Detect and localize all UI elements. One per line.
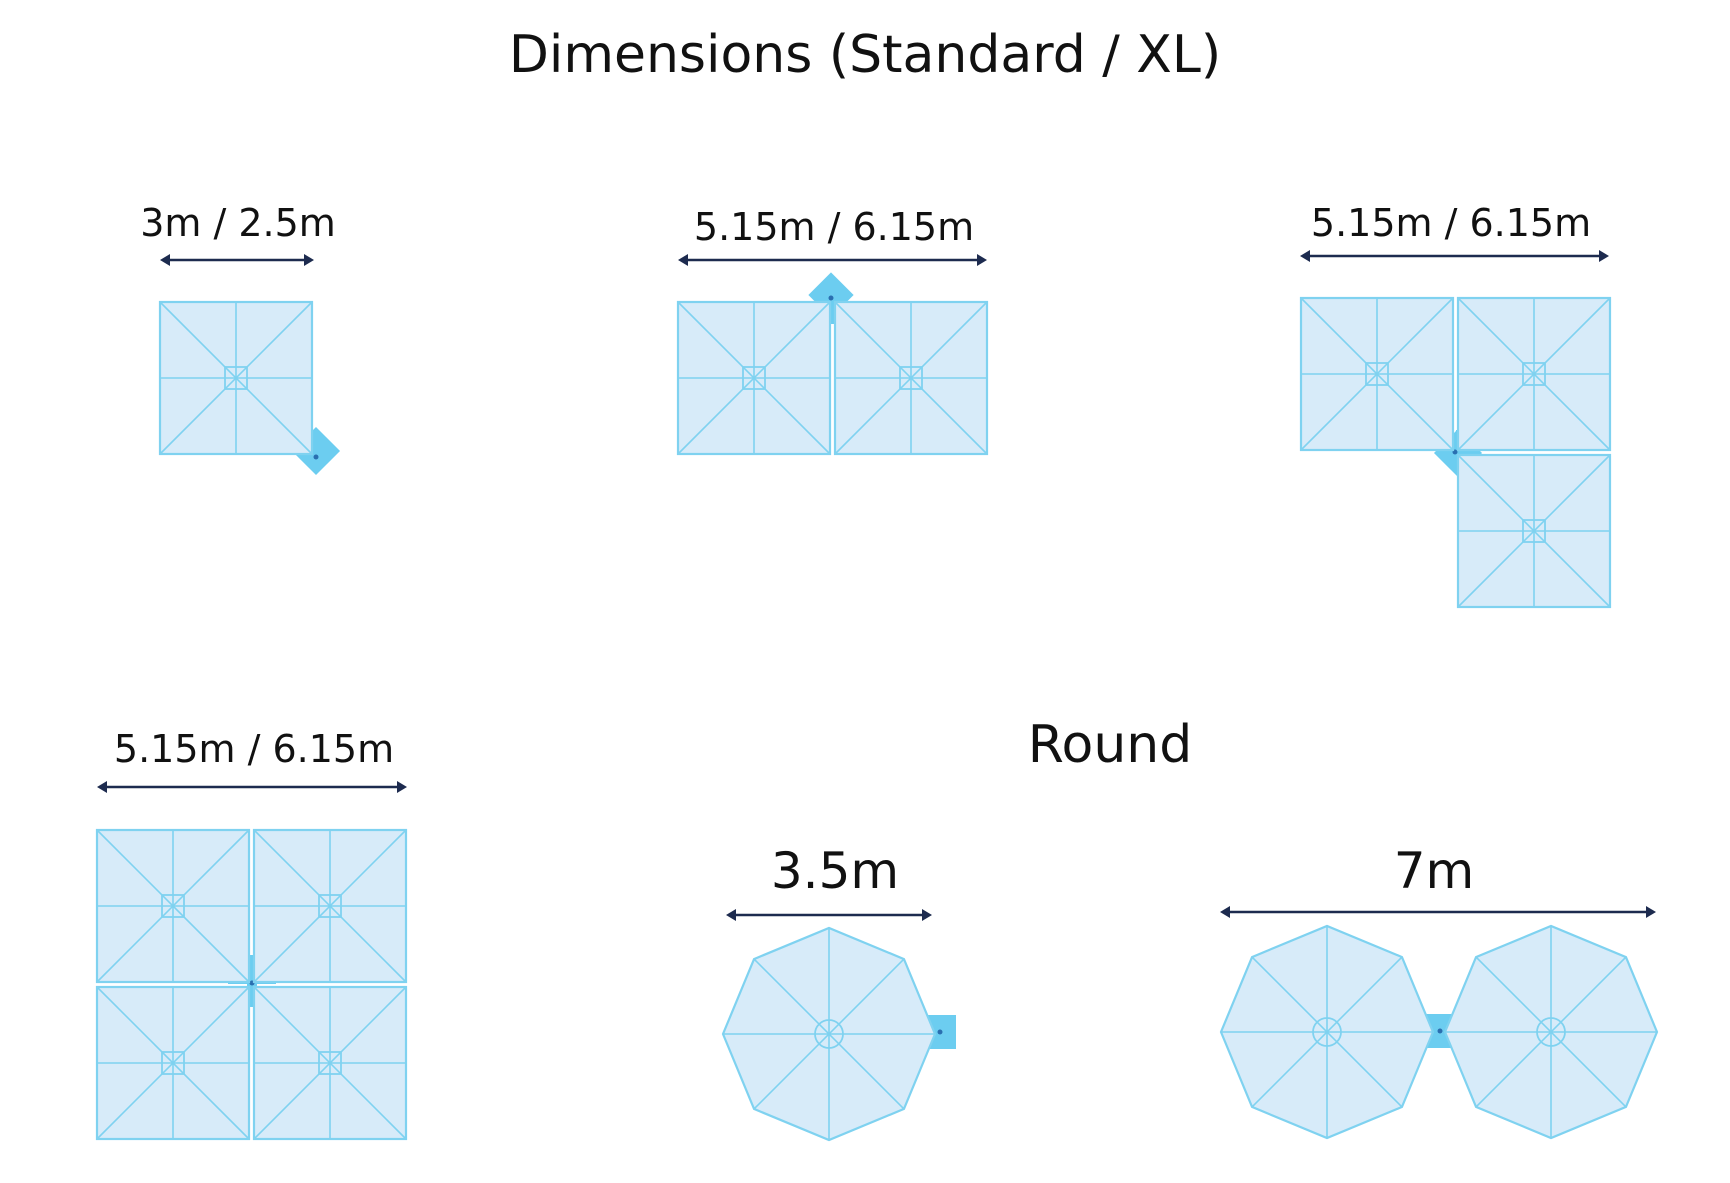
- dimension-label-quad-square: 5.15m / 6.15m: [114, 727, 394, 771]
- dimension-arrow-double-round: [1220, 906, 1656, 918]
- canopy-quad-square-bottom-right: [252, 985, 408, 1141]
- canopy-double-square-left: [676, 300, 832, 456]
- dimension-arrow-triple-square: [1300, 250, 1609, 262]
- dimension-arrow-single-round: [726, 909, 932, 921]
- canopy-quad-square-bottom-left: [95, 985, 251, 1141]
- dimension-arrow-quad-square: [97, 781, 407, 793]
- canopy-double-round-right: [1443, 924, 1659, 1140]
- canopy-single-round: [721, 926, 937, 1142]
- canopy-triple-square-bottom-right: [1456, 453, 1612, 609]
- canopy-single-square: [158, 300, 314, 456]
- dimension-label-single-square: 3m / 2.5m: [140, 201, 336, 245]
- dimension-label-double-round: 7m: [1394, 842, 1475, 900]
- dimension-arrow-double-square: [678, 254, 987, 266]
- canopy-triple-square-top-right: [1456, 296, 1612, 452]
- dimension-arrow-single-square: [160, 254, 314, 266]
- canopy-quad-square-top-left: [95, 828, 251, 984]
- canopy-triple-square-top-left: [1299, 296, 1455, 452]
- canopy-double-round-left: [1219, 924, 1435, 1140]
- diagram-title: Dimensions (Standard / XL): [509, 25, 1221, 85]
- canopy-quad-square-top-right: [252, 828, 408, 984]
- dimension-label-double-square: 5.15m / 6.15m: [694, 205, 974, 249]
- round-section-title: Round: [1028, 715, 1193, 775]
- canopy-double-square-right: [833, 300, 989, 456]
- dimension-label-single-round: 3.5m: [771, 842, 899, 900]
- dimension-label-triple-square: 5.15m / 6.15m: [1311, 201, 1591, 245]
